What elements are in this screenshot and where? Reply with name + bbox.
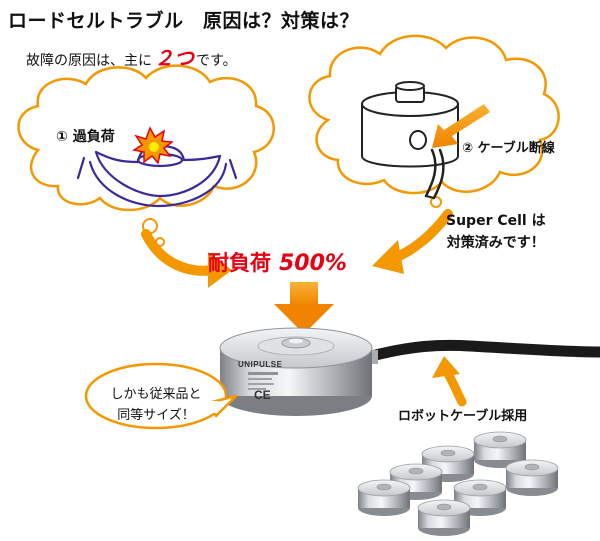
- speech-bubble-shape: [84, 362, 238, 430]
- capacity-label: 耐負荷 500%: [208, 247, 347, 277]
- subtitle-number: ２つ: [154, 46, 194, 70]
- cause-cable-break-label: ② ケーブル断線: [462, 141, 555, 156]
- cause-overload-label: ① 過負荷: [56, 129, 115, 145]
- supercell-note-line2: 対策済みです！: [446, 235, 545, 251]
- speech-bubble-line2: 同等サイズ！: [117, 408, 195, 423]
- subtitle-before: 故障の原因は、主に: [26, 53, 152, 69]
- cable-break-arrow-icon: [432, 104, 490, 148]
- load-cell-group: [357, 431, 559, 537]
- speech-bubble-text: しかも従来品と 同等サイズ！: [92, 384, 220, 426]
- robot-cable-arrow-icon: [432, 356, 467, 407]
- capacity-text: 耐負荷: [208, 251, 271, 275]
- cable-break-sketch: [361, 81, 459, 200]
- arrow-right-to-capacity-icon: [372, 209, 453, 274]
- page-title: ロードセルトラブル 原因は？対策は？: [8, 10, 360, 32]
- robot-cable-label: ロボットケーブル採用: [398, 409, 528, 424]
- ce-mark: CE: [254, 388, 271, 402]
- speech-bubble-line1: しかも従来品と: [110, 387, 202, 402]
- load-down-arrow-icon: [274, 282, 334, 334]
- overload-burst-icon: [132, 126, 174, 165]
- product-brand-label: UNIPULSE: [238, 360, 283, 369]
- capacity-value: 500%: [279, 251, 347, 276]
- arrow-left-to-capacity-icon: [141, 229, 232, 288]
- thought-cloud-right: [308, 34, 560, 208]
- subtitle-after: です。: [196, 53, 237, 69]
- load-cell-product: [219, 327, 600, 416]
- supercell-note: Super Cell は 対策済みです！: [446, 210, 546, 254]
- supercell-note-line1: Super Cell は: [446, 213, 546, 229]
